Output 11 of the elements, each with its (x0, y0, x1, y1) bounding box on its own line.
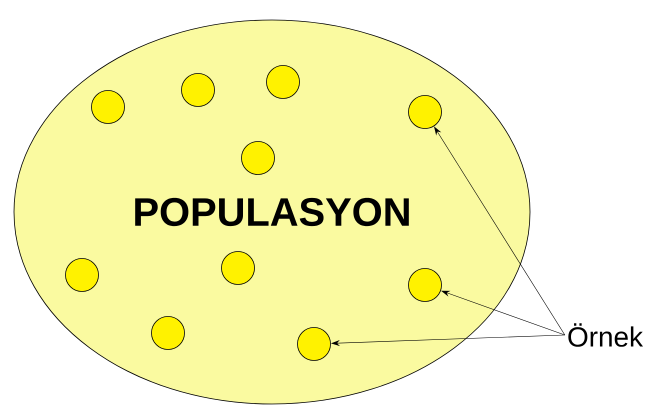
callout-text: Örnek (568, 323, 644, 347)
small-circle (408, 95, 442, 129)
small-circle (297, 327, 331, 361)
small-circle (91, 90, 125, 124)
small-circle (266, 65, 300, 99)
small-circle (181, 73, 215, 107)
small-circle (408, 268, 442, 302)
small-circle (65, 258, 99, 292)
small-circle (151, 316, 185, 350)
small-circle (221, 251, 255, 285)
small-circle (241, 141, 275, 175)
